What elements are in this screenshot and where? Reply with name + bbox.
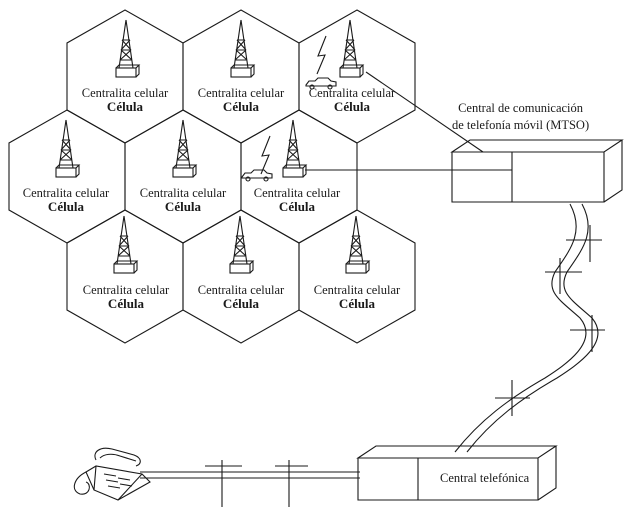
cell-hexagon-r2c1 xyxy=(182,209,300,344)
lightning-icon xyxy=(260,135,271,175)
cell-r1c1-label: Centralita celular Célula xyxy=(140,186,226,214)
cell-hexagon-r2c2 xyxy=(298,209,416,344)
telephone-icon xyxy=(73,447,151,501)
cell-tower-icon xyxy=(113,215,139,274)
switch-label: Centralita celular xyxy=(197,283,285,297)
cell-r0c0-label: Centralita celular Célula xyxy=(82,86,168,114)
mtso-box xyxy=(450,139,624,203)
exchange-box xyxy=(356,445,558,501)
switch-label: Centralita celular xyxy=(81,86,169,100)
exchange-label: Central telefónica xyxy=(440,471,530,485)
cell-tower-icon xyxy=(229,215,255,274)
cell-r0c2-label: Centralita celular Célula xyxy=(309,86,395,114)
subscriber-line xyxy=(140,460,360,507)
cell-tower-icon xyxy=(345,215,371,274)
cell-name: Célula xyxy=(333,99,371,114)
cell-name: Célula xyxy=(106,99,144,114)
cell-r2c2-label: Centralita celular Célula xyxy=(314,283,400,311)
cell-name: Célula xyxy=(222,296,260,311)
cell-r1c2-label: Centralita celular Célula xyxy=(254,186,340,214)
switch-label: Centralita celular xyxy=(313,283,401,297)
cell-hexagon-r2c0 xyxy=(66,209,184,344)
switch-label: Centralita celular xyxy=(139,186,227,200)
cell-name: Célula xyxy=(338,296,376,311)
cell-tower-icon xyxy=(55,119,81,178)
cell-r1c0-label: Centralita celular Célula xyxy=(23,186,109,214)
cell-r2c1-label: Centralita celular Célula xyxy=(198,283,284,311)
switch-label: Centralita celular xyxy=(22,186,110,200)
switch-label: Centralita celular xyxy=(197,86,285,100)
cell-name: Célula xyxy=(164,199,202,214)
cell-name: Célula xyxy=(222,99,260,114)
cell-name: Célula xyxy=(107,296,145,311)
switch-label: Centralita celular xyxy=(253,186,341,200)
cell-r0c1-label: Centralita celular Célula xyxy=(198,86,284,114)
mtso-link xyxy=(365,71,484,153)
mtso-title-line2: de telefonía móvil (MTSO) xyxy=(452,118,590,132)
car-icon xyxy=(305,77,337,90)
switch-label: Centralita celular xyxy=(308,86,396,100)
mtso-title-line1: Central de comunicación xyxy=(458,101,584,115)
switch-label: Centralita celular xyxy=(82,283,170,297)
trunk-cable xyxy=(454,203,605,453)
car-icon xyxy=(241,169,273,182)
cell-tower-icon xyxy=(282,119,308,178)
cell-tower-icon xyxy=(339,19,365,78)
cell-tower-icon xyxy=(172,119,198,178)
cell-name: Célula xyxy=(278,199,316,214)
cell-tower-icon xyxy=(115,19,141,78)
cell-r2c0-label: Centralita celular Célula xyxy=(83,283,169,311)
cell-tower-icon xyxy=(230,19,256,78)
cell-name: Célula xyxy=(47,199,85,214)
lightning-icon xyxy=(316,35,327,75)
mtso-title: Central de comunicación de telefonía móv… xyxy=(452,100,589,134)
